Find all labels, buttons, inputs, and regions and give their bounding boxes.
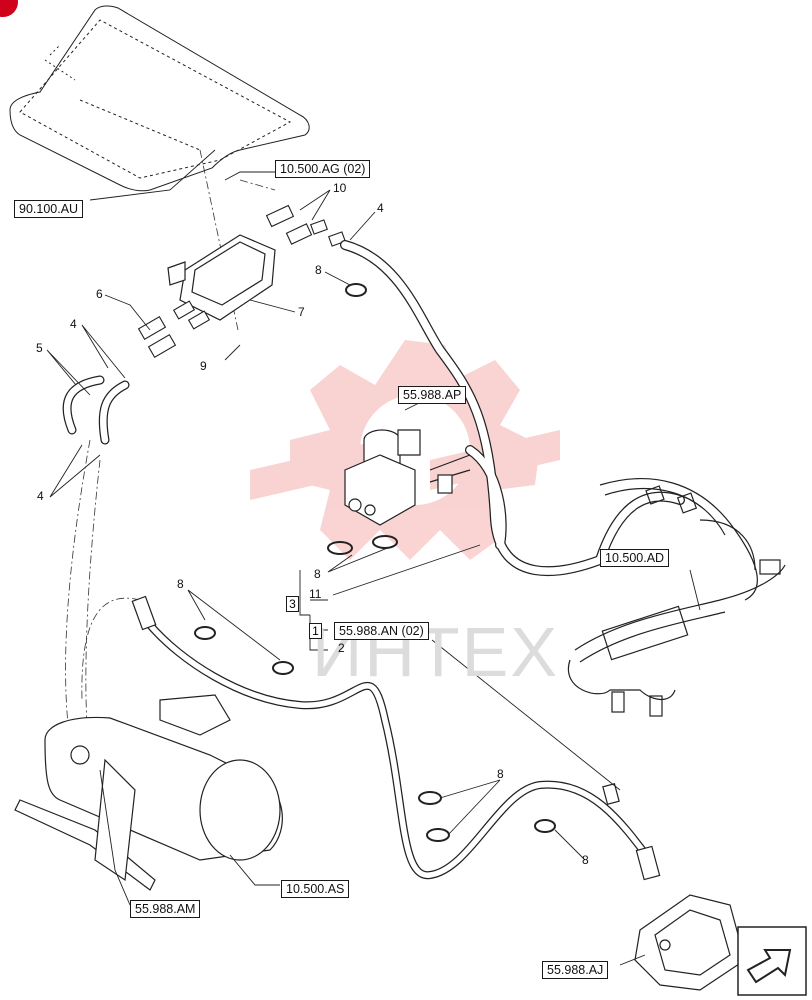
harness-assembly — [567, 478, 786, 717]
callout-6: 6 — [96, 287, 103, 301]
ref-55-988-an[interactable]: 55.988.AN (02) — [334, 622, 429, 640]
navigation-arrow-icon — [737, 926, 807, 996]
ref-10-500-as[interactable]: 10.500.AS — [281, 880, 350, 898]
ref-55-988-am[interactable]: 55.988.AM — [130, 900, 201, 918]
fuel-tank — [14, 694, 283, 891]
callout-2: 2 — [338, 641, 345, 655]
callout-5: 5 — [36, 341, 43, 355]
callout-8-left: 8 — [177, 577, 184, 591]
callout-8-upper: 8 — [315, 263, 322, 277]
pump-assembly — [634, 894, 746, 991]
callout-4-left: 4 — [70, 317, 77, 331]
lower-connectors — [131, 595, 661, 881]
callout-8-group: 8 — [314, 567, 321, 581]
seat-cushion — [9, 5, 310, 192]
ref-10-500-ad[interactable]: 10.500.AD — [600, 549, 670, 567]
callout-7: 7 — [298, 305, 305, 319]
callout-9: 9 — [200, 359, 207, 373]
ref-55-988-aj[interactable]: 55.988.AJ — [542, 961, 609, 979]
leader-lines — [46, 149, 701, 966]
callout-4-upper: 4 — [377, 201, 384, 215]
fittings — [137, 204, 346, 358]
ref-90-100-au[interactable]: 90.100.AU — [14, 200, 84, 218]
callout-8-right: 8 — [582, 853, 589, 867]
group-box-3: 3 — [286, 596, 299, 612]
callout-8-middle: 8 — [497, 767, 504, 781]
page-badge-icon — [0, 0, 18, 17]
ref-55-988-ap[interactable]: 55.988.AP — [398, 386, 467, 404]
solenoid-valve — [344, 429, 471, 526]
group-box-1: 1 — [309, 623, 322, 639]
callout-11: 11 — [309, 587, 322, 601]
valve-block — [167, 234, 276, 321]
callout-10: 10 — [333, 181, 347, 195]
callout-4-lower: 4 — [37, 489, 44, 503]
ref-10-500-ag[interactable]: 10.500.AG (02) — [275, 160, 371, 178]
